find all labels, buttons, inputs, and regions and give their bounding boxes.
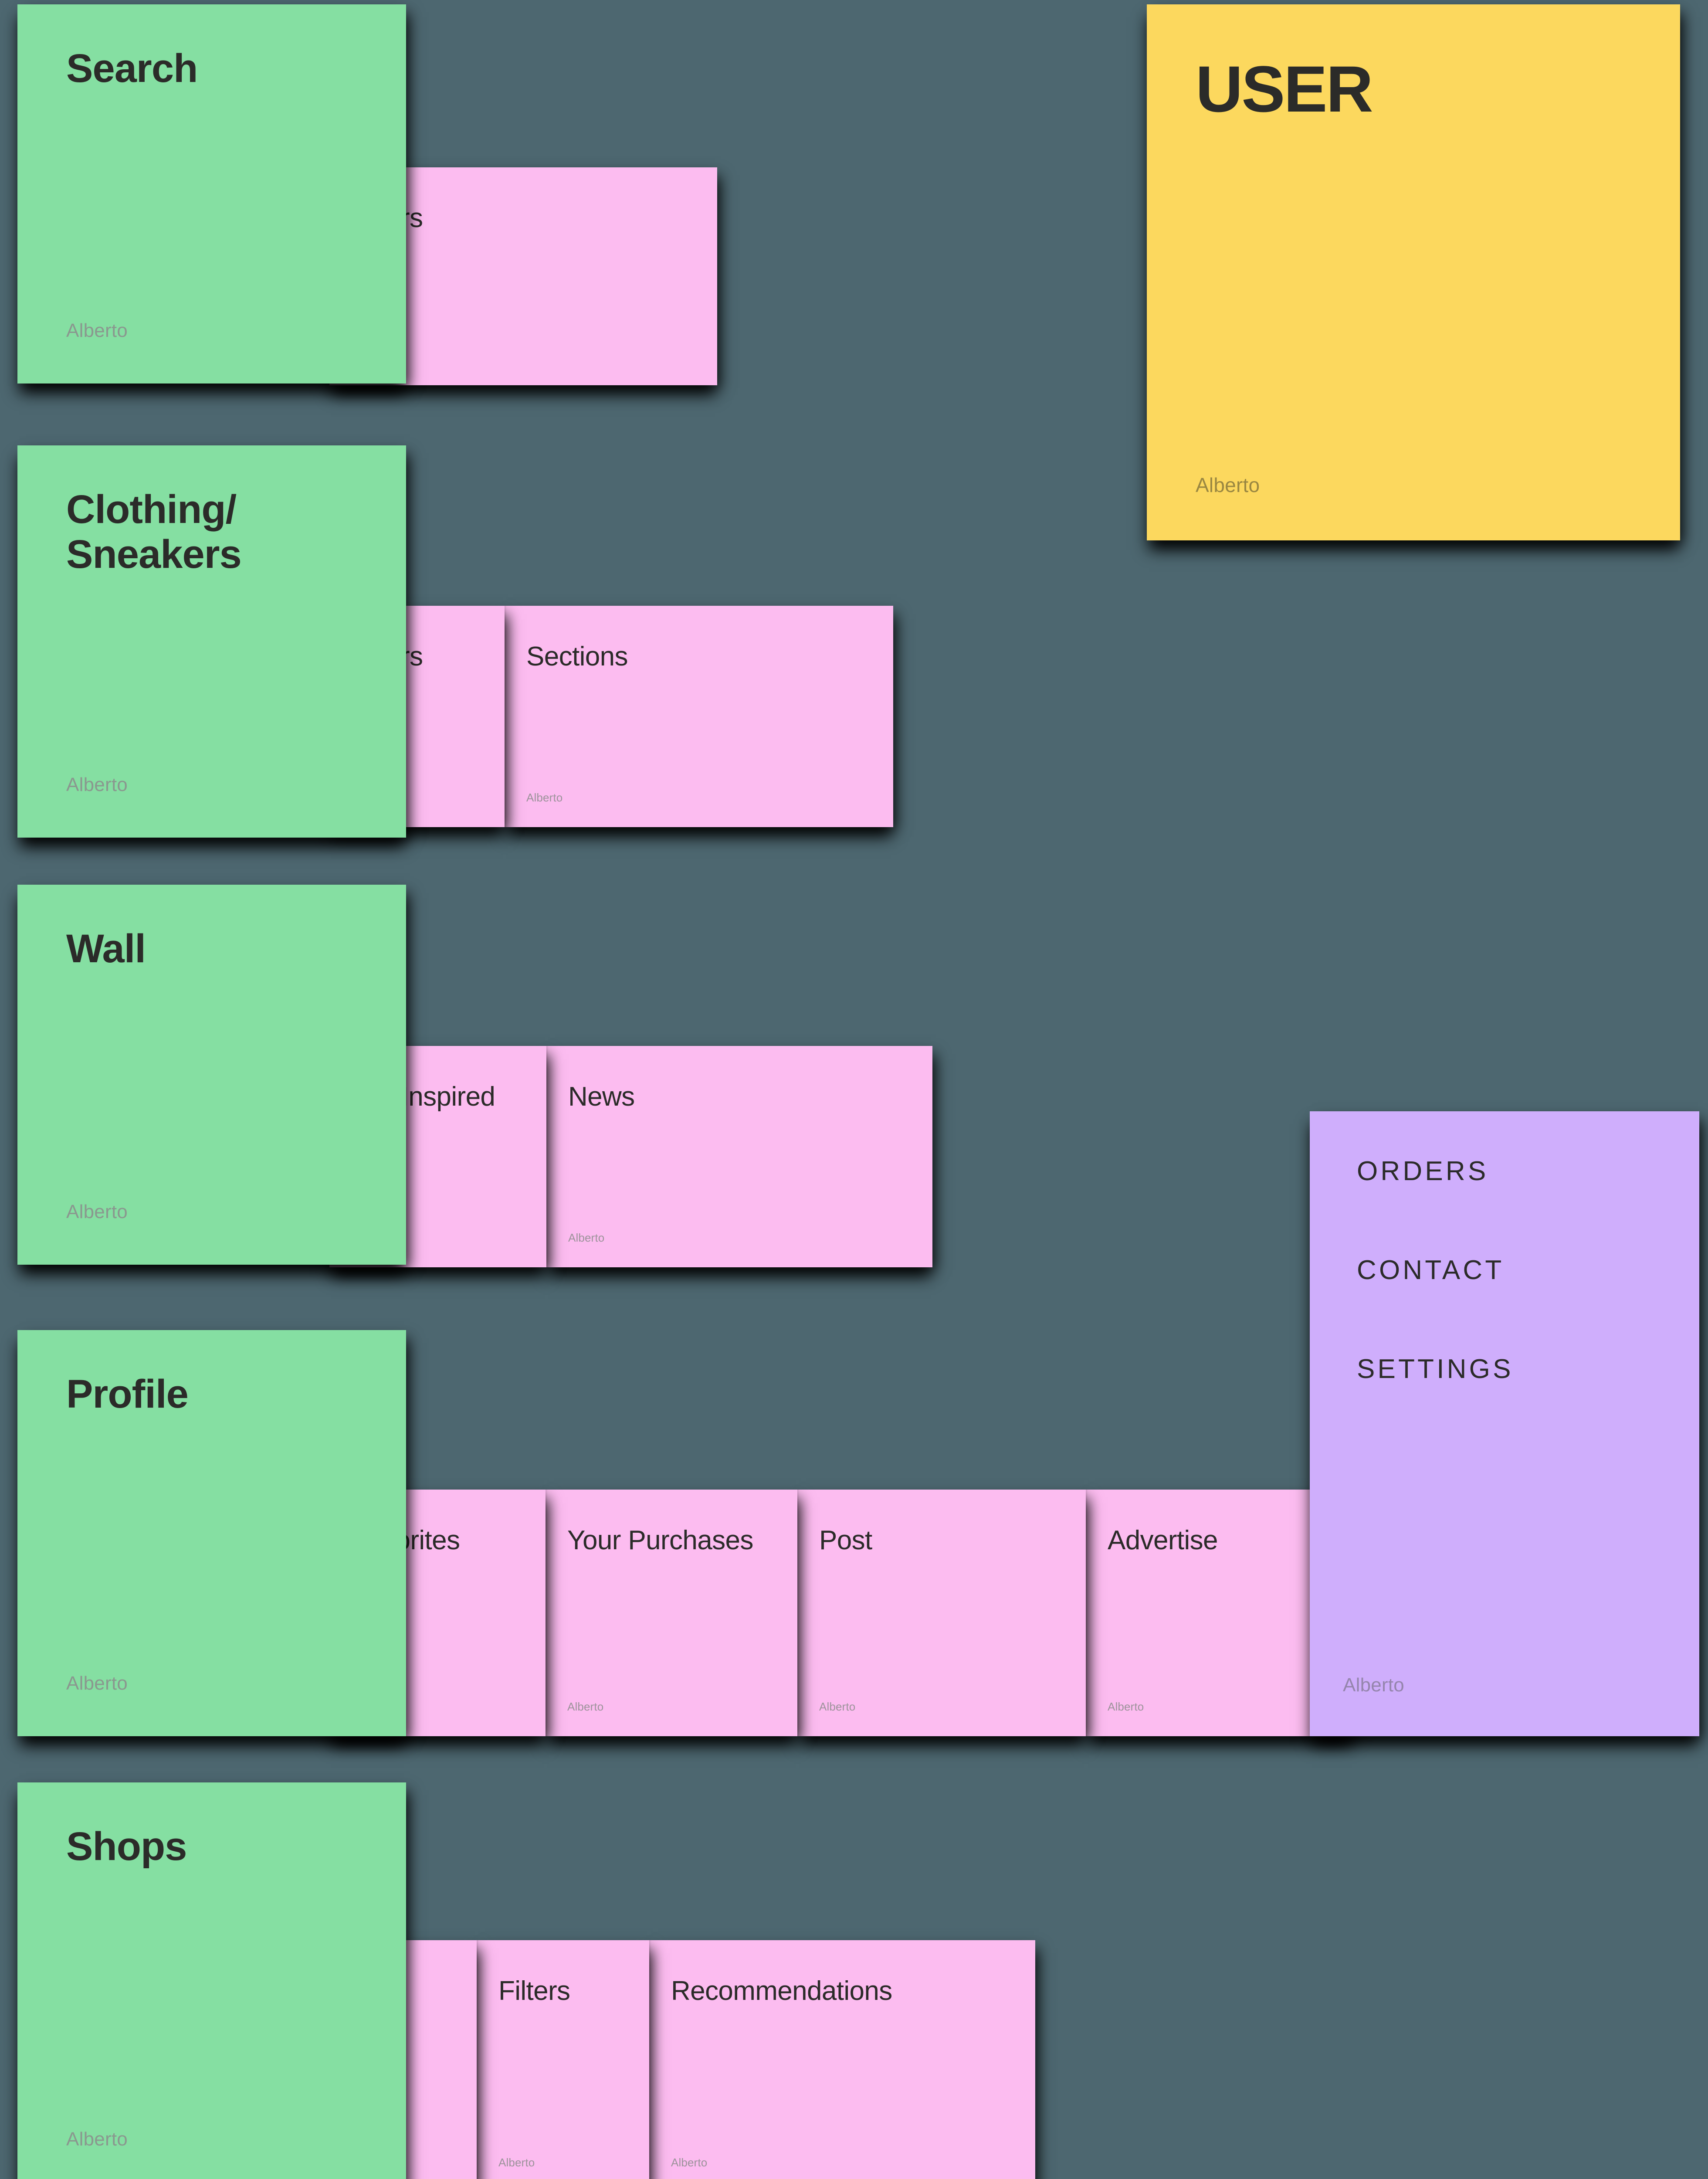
account-menu-list: ORDERS CONTACT SETTINGS	[1357, 1156, 1514, 1385]
note-author: Alberto	[526, 791, 563, 804]
note-search[interactable]: Search Alberto	[17, 4, 406, 384]
note-author: Alberto	[66, 1673, 128, 1694]
note-title: Recommendations	[671, 1976, 892, 2006]
note-author: Alberto	[1196, 474, 1260, 496]
note-author: Alberto	[1343, 1674, 1404, 1696]
note-author: Alberto	[819, 1700, 856, 1713]
note-author: Alberto	[66, 320, 128, 341]
note-author: Alberto	[567, 1700, 604, 1713]
note-profile[interactable]: Profile Alberto	[17, 1330, 406, 1736]
note-author: Alberto	[498, 2156, 535, 2169]
note-title: Wall	[66, 927, 146, 971]
note-clothing-sneakers[interactable]: Clothing/ Sneakers Alberto	[17, 445, 406, 838]
note-profile-advertise[interactable]: Advertise Alberto	[1084, 1490, 1353, 1736]
note-shops-filters[interactable]: Filters Alberto	[474, 1940, 649, 2179]
note-profile-post[interactable]: Post Alberto	[795, 1490, 1086, 1736]
note-title: News	[568, 1082, 635, 1112]
note-user[interactable]: USER Alberto	[1147, 4, 1680, 540]
note-author: Alberto	[568, 1231, 605, 1244]
note-title: Search	[66, 46, 198, 91]
note-author: Alberto	[671, 2156, 708, 2169]
note-title: Sections	[526, 641, 628, 672]
note-shops[interactable]: Shops Alberto	[17, 1782, 406, 2179]
note-title: Shops	[66, 1824, 187, 1869]
note-title: Your Purchases	[567, 1525, 753, 1555]
note-title: USER	[1196, 52, 1373, 126]
note-author: Alberto	[66, 1201, 128, 1222]
menu-item-contact[interactable]: CONTACT	[1357, 1255, 1505, 1285]
note-title: Post	[819, 1525, 872, 1555]
note-wall-news[interactable]: News Alberto	[544, 1046, 932, 1267]
note-author: Alberto	[66, 774, 128, 795]
menu-item-settings[interactable]: SETTINGS	[1357, 1354, 1514, 1384]
note-author: Alberto	[1108, 1700, 1144, 1713]
note-profile-your-purchases[interactable]: Your Purchases Alberto	[543, 1490, 797, 1736]
note-shops-recommendations[interactable]: Recommendations Alberto	[647, 1940, 1035, 2179]
menu-item-orders[interactable]: ORDERS	[1357, 1156, 1489, 1186]
note-account-menu[interactable]: ORDERS CONTACT SETTINGS Alberto	[1310, 1111, 1699, 1736]
note-wall[interactable]: Wall Alberto	[17, 885, 406, 1265]
note-title: Advertise	[1108, 1525, 1218, 1555]
note-title: Filters	[498, 1976, 570, 2006]
note-clothing-sections[interactable]: Sections Alberto	[502, 606, 893, 827]
note-title: Profile	[66, 1372, 189, 1416]
note-title: Clothing/ Sneakers	[66, 487, 242, 577]
note-author: Alberto	[66, 2128, 128, 2150]
